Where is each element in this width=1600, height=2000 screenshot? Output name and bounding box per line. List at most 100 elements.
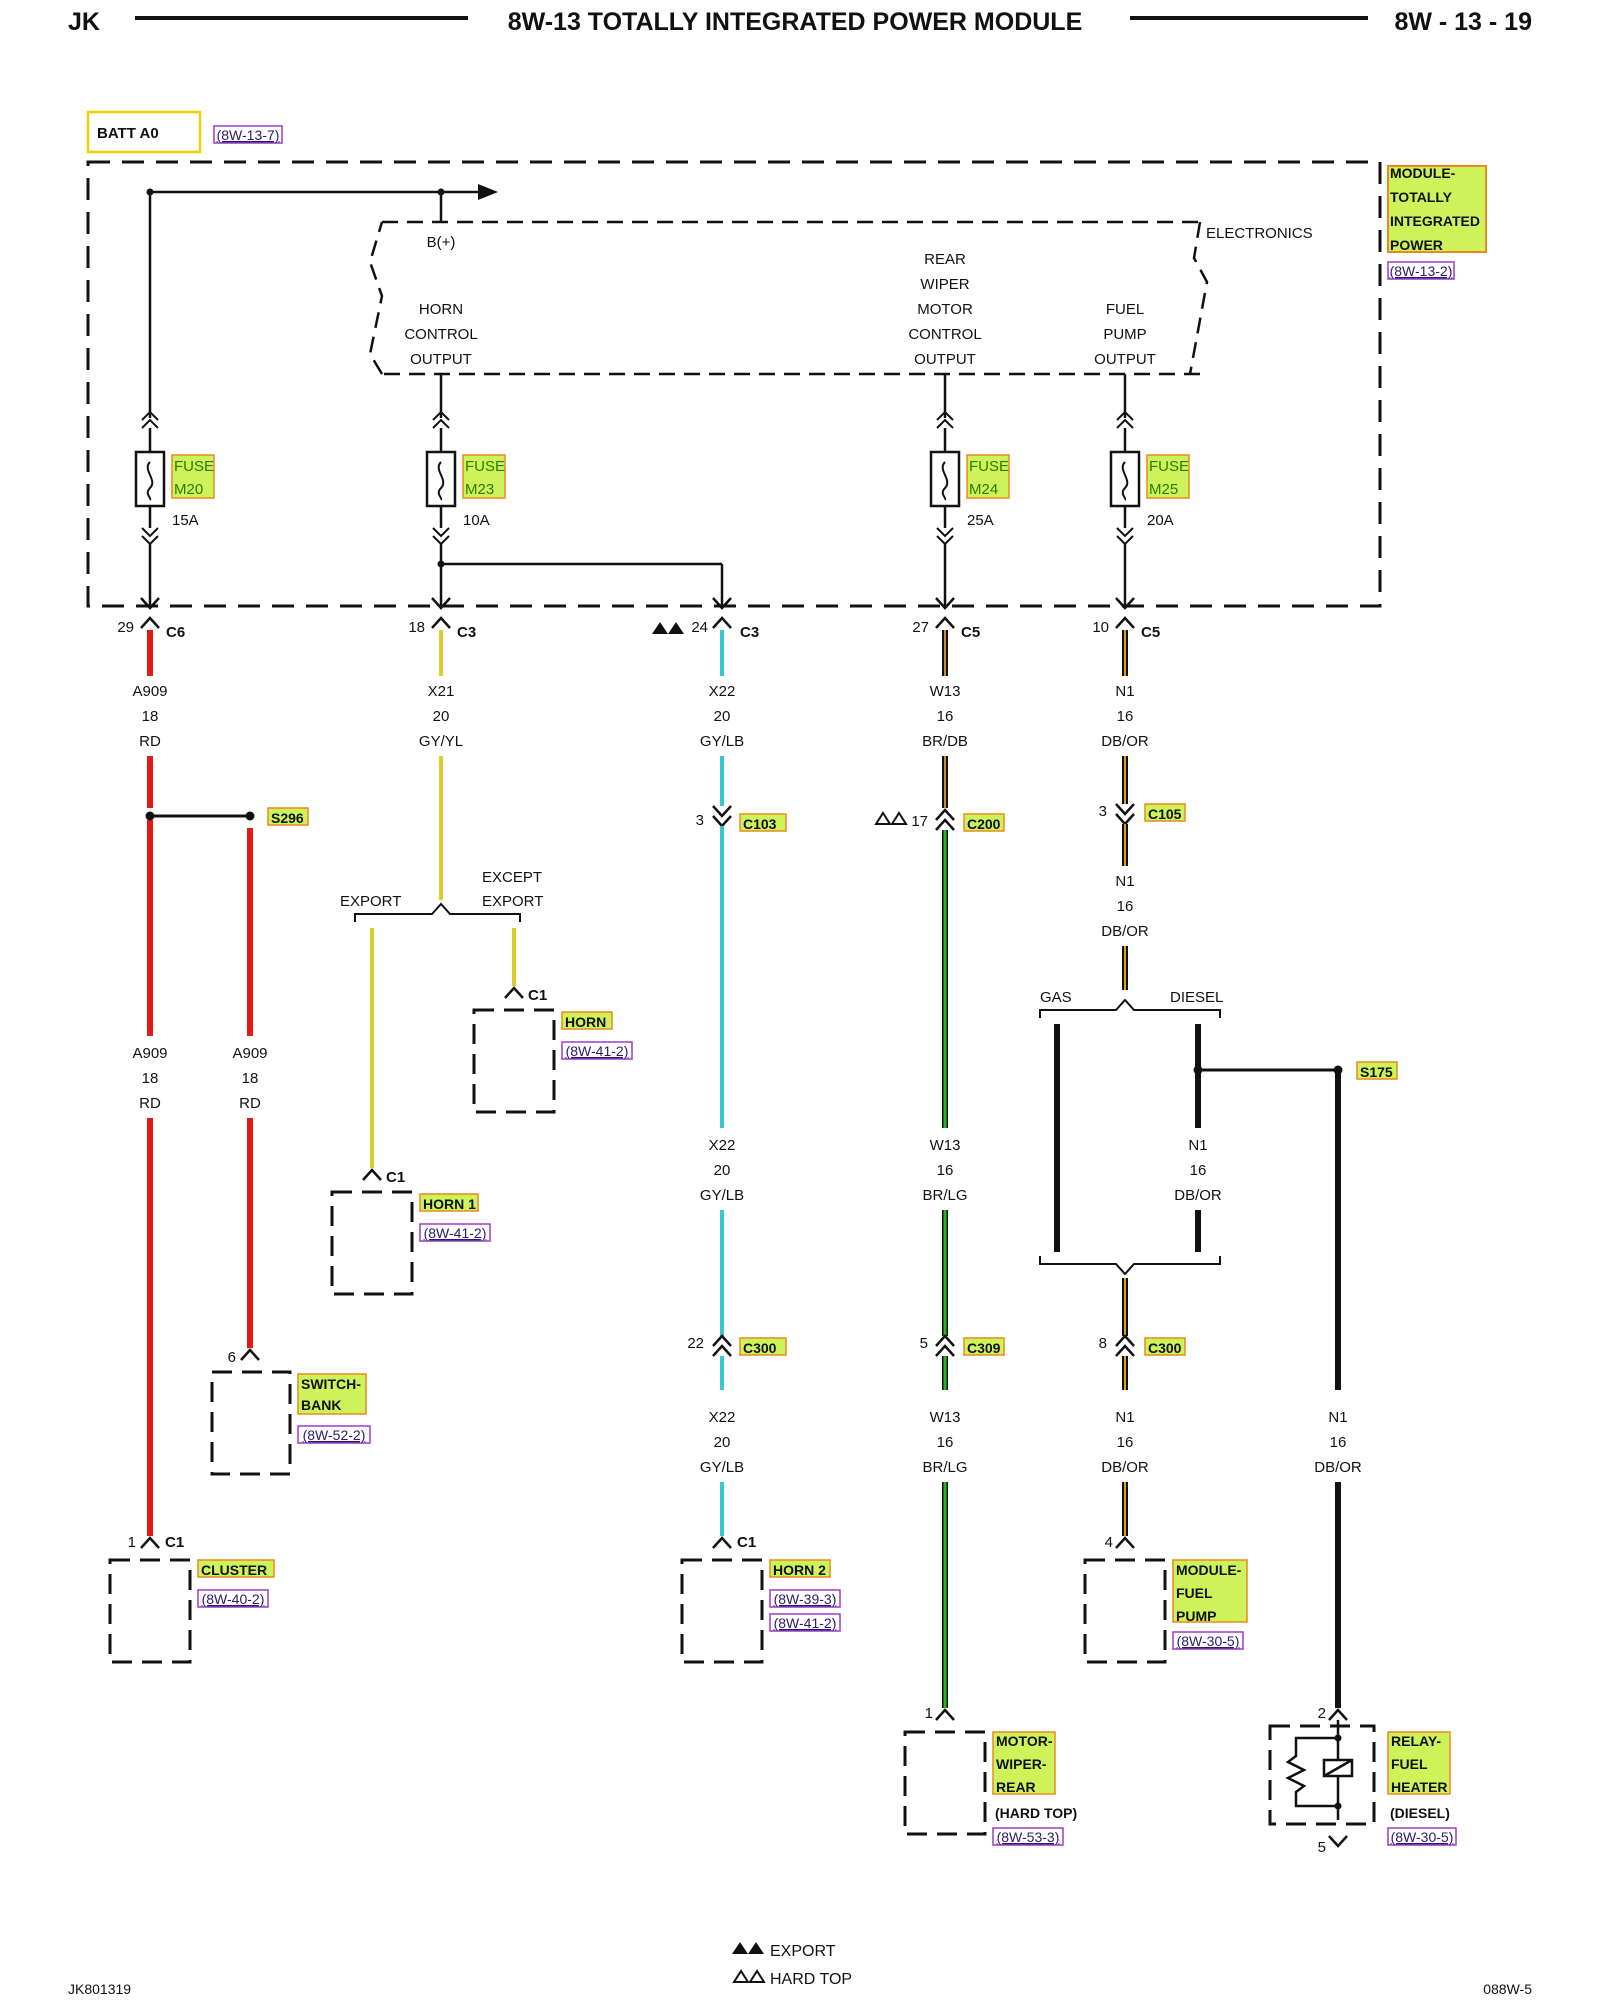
relay-box bbox=[1268, 1724, 1376, 1826]
wiper-output-2: WIPER bbox=[920, 276, 969, 293]
horn1-name: HORN 1 bbox=[423, 1196, 476, 1212]
c105-tag: C105 bbox=[1148, 806, 1182, 822]
wiper-tag-box bbox=[992, 1731, 1056, 1795]
horn2-ref-box-1 bbox=[769, 1589, 841, 1608]
x22-bot-color: GY/LB bbox=[700, 1459, 744, 1476]
relay-coil-icon bbox=[1285, 1720, 1354, 1820]
fuse-m20-label: FUSE bbox=[174, 458, 214, 475]
fuel-output-3: OUTPUT bbox=[1094, 351, 1156, 368]
c200-tag-box bbox=[963, 813, 1005, 832]
wiper-ref: (8W-53-3) bbox=[997, 1829, 1060, 1845]
w13-top-gauge: 16 bbox=[937, 708, 954, 725]
c300a-tag: C300 bbox=[743, 1340, 777, 1356]
x22-bot-gauge: 20 bbox=[714, 1434, 731, 1451]
w13-mid-color: BR/LG bbox=[922, 1187, 967, 1204]
c309-pin: 5 bbox=[920, 1335, 928, 1352]
x22-mid-gauge: 20 bbox=[714, 1162, 731, 1179]
conn-c5-b: C5 bbox=[1141, 624, 1160, 641]
fuse-m25 bbox=[1109, 410, 1141, 606]
diesel-label: DIESEL bbox=[1170, 989, 1223, 1006]
relay-ref-box bbox=[1387, 1827, 1457, 1846]
a909-right-id: A909 bbox=[232, 1045, 267, 1062]
conn-c6: C6 bbox=[166, 624, 185, 641]
fuse-m25-id: M25 bbox=[1149, 481, 1178, 498]
s296-junction-right bbox=[245, 811, 255, 821]
except-export-2: EXPORT bbox=[482, 893, 543, 910]
module-name-1: MODULE- bbox=[1390, 165, 1456, 181]
a909-left-id: A909 bbox=[132, 1045, 167, 1062]
x21-id: X21 bbox=[428, 683, 455, 700]
horn1-conn: C1 bbox=[386, 1169, 405, 1186]
n1-mid-gauge: 16 bbox=[1117, 898, 1134, 915]
fuse-m24-rating: 25A bbox=[967, 512, 994, 529]
fuse-m20-id: M20 bbox=[174, 481, 203, 498]
bus-arrow bbox=[478, 184, 498, 200]
fuse-m23-id: M23 bbox=[465, 481, 494, 498]
module-name-4: POWER bbox=[1390, 237, 1443, 253]
c300a-tag-box bbox=[739, 1337, 787, 1356]
s296-tag: S296 bbox=[271, 810, 304, 826]
c300a-pin: 22 bbox=[687, 1335, 704, 1352]
fuse-m20-rating: 15A bbox=[172, 512, 199, 529]
horn2-ref-2: (8W-41-2) bbox=[774, 1615, 837, 1631]
wiper-name-3: REAR bbox=[996, 1779, 1036, 1795]
fuel-pump-name-2: FUEL bbox=[1176, 1585, 1213, 1601]
wiper-note: (HARD TOP) bbox=[995, 1805, 1077, 1821]
c103-tag-box bbox=[739, 813, 787, 832]
s296-junction-left bbox=[145, 811, 155, 821]
cluster-pin-icon bbox=[140, 1536, 160, 1549]
horn-output-2: CONTROL bbox=[404, 326, 477, 343]
relay-out-pin: 5 bbox=[1318, 1839, 1326, 1856]
pin-24: 24 bbox=[691, 619, 708, 636]
relay-ref: (8W-30-5) bbox=[1391, 1829, 1454, 1845]
legend-hard-top: HARD TOP bbox=[770, 1971, 852, 1988]
wiper-pin-icon bbox=[935, 1708, 955, 1721]
page-number: 8W - 13 - 19 bbox=[1394, 8, 1532, 36]
fuse-m24-label: FUSE bbox=[969, 458, 1009, 475]
page-title: 8W-13 TOTALLY INTEGRATED POWER MODULE bbox=[508, 8, 1083, 36]
export-marker-icon bbox=[652, 622, 684, 634]
n1-top-gauge: 16 bbox=[1117, 708, 1134, 725]
fuse-m20 bbox=[134, 410, 166, 606]
fuel-pump-name-1: MODULE- bbox=[1176, 1562, 1242, 1578]
conn-c3-a: C3 bbox=[457, 624, 476, 641]
n1-mid-id: N1 bbox=[1115, 873, 1134, 890]
cluster-name: CLUSTER bbox=[201, 1562, 267, 1578]
c300b-tag-box bbox=[1144, 1337, 1186, 1356]
pin-10: 10 bbox=[1092, 619, 1109, 636]
legend-export: EXPORT bbox=[770, 1943, 836, 1960]
c103-tag: C103 bbox=[743, 816, 777, 832]
fuel-pump-ref: (8W-30-5) bbox=[1177, 1633, 1240, 1649]
cluster-box bbox=[108, 1558, 192, 1664]
c105-pin: 3 bbox=[1099, 803, 1107, 820]
switch-bank-tag-box bbox=[297, 1373, 367, 1415]
fuel-pump-pin-icon bbox=[1115, 1536, 1135, 1549]
fuel-pump-name-3: PUMP bbox=[1176, 1608, 1216, 1624]
horn1-ref: (8W-41-2) bbox=[424, 1225, 487, 1241]
cluster-ref-box bbox=[197, 1589, 269, 1608]
switch-bank-box bbox=[210, 1370, 292, 1476]
c309-tag: C309 bbox=[967, 1340, 1001, 1356]
n1-bot-id: N1 bbox=[1115, 1409, 1134, 1426]
n1-diesel-id: N1 bbox=[1188, 1137, 1207, 1154]
cluster-pin: 1 bbox=[128, 1534, 136, 1551]
s296-tag-box bbox=[267, 807, 309, 826]
electronics-label: ELECTRONICS bbox=[1206, 225, 1313, 242]
relay-name-2: FUEL bbox=[1391, 1756, 1428, 1772]
horn-box bbox=[472, 1008, 556, 1114]
fuse-m25-rating: 20A bbox=[1147, 512, 1174, 529]
horn-output-3: OUTPUT bbox=[410, 351, 472, 368]
switch-bank-name-2: BANK bbox=[301, 1397, 341, 1413]
switch-bank-pin: 6 bbox=[228, 1349, 236, 1366]
horn-pin-icon bbox=[504, 986, 524, 999]
c200-pin: 17 bbox=[911, 813, 928, 830]
footer-left: JK801319 bbox=[68, 1981, 131, 1997]
fuse-m24-id: M24 bbox=[969, 481, 998, 498]
horn-tag-box bbox=[561, 1011, 613, 1030]
relay-note: (DIESEL) bbox=[1390, 1805, 1450, 1821]
relay-tag-box bbox=[1387, 1731, 1451, 1795]
horn1-box bbox=[330, 1190, 414, 1296]
a909-left-color: RD bbox=[139, 1095, 161, 1112]
horn-output-1: HORN bbox=[419, 301, 463, 318]
